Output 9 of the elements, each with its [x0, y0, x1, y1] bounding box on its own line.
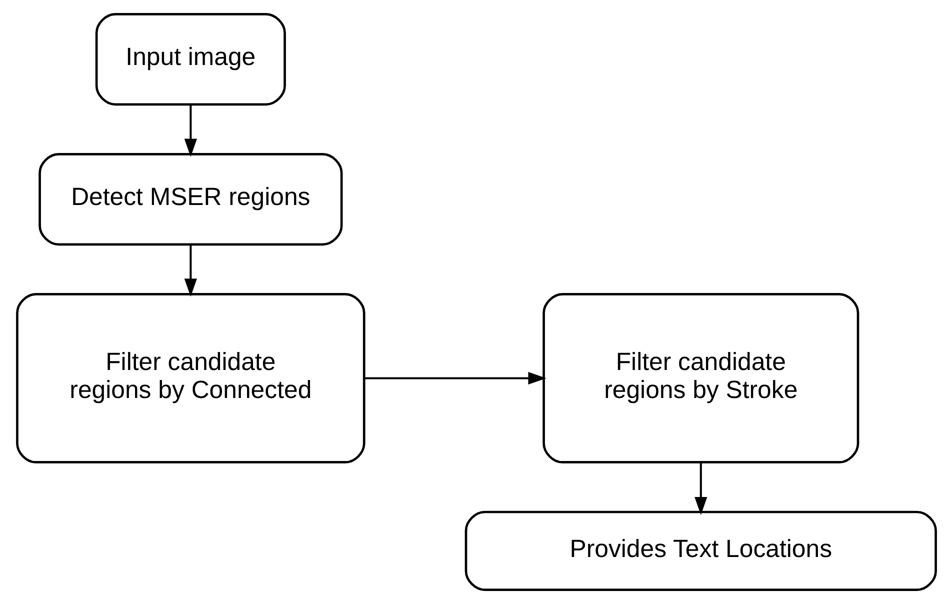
node-box: Provides Text Locations — [464, 510, 936, 591]
node-box: Filter candidate regions by Stroke — [542, 293, 859, 464]
node-box: Detect MSER regions — [38, 153, 342, 246]
arrow — [694, 462, 707, 516]
node-box: Input image — [94, 13, 286, 106]
arrow — [364, 372, 546, 385]
node-box: Filter candidate regions by Connected — [16, 293, 365, 464]
arrow — [184, 104, 196, 157]
arrow — [184, 244, 196, 297]
